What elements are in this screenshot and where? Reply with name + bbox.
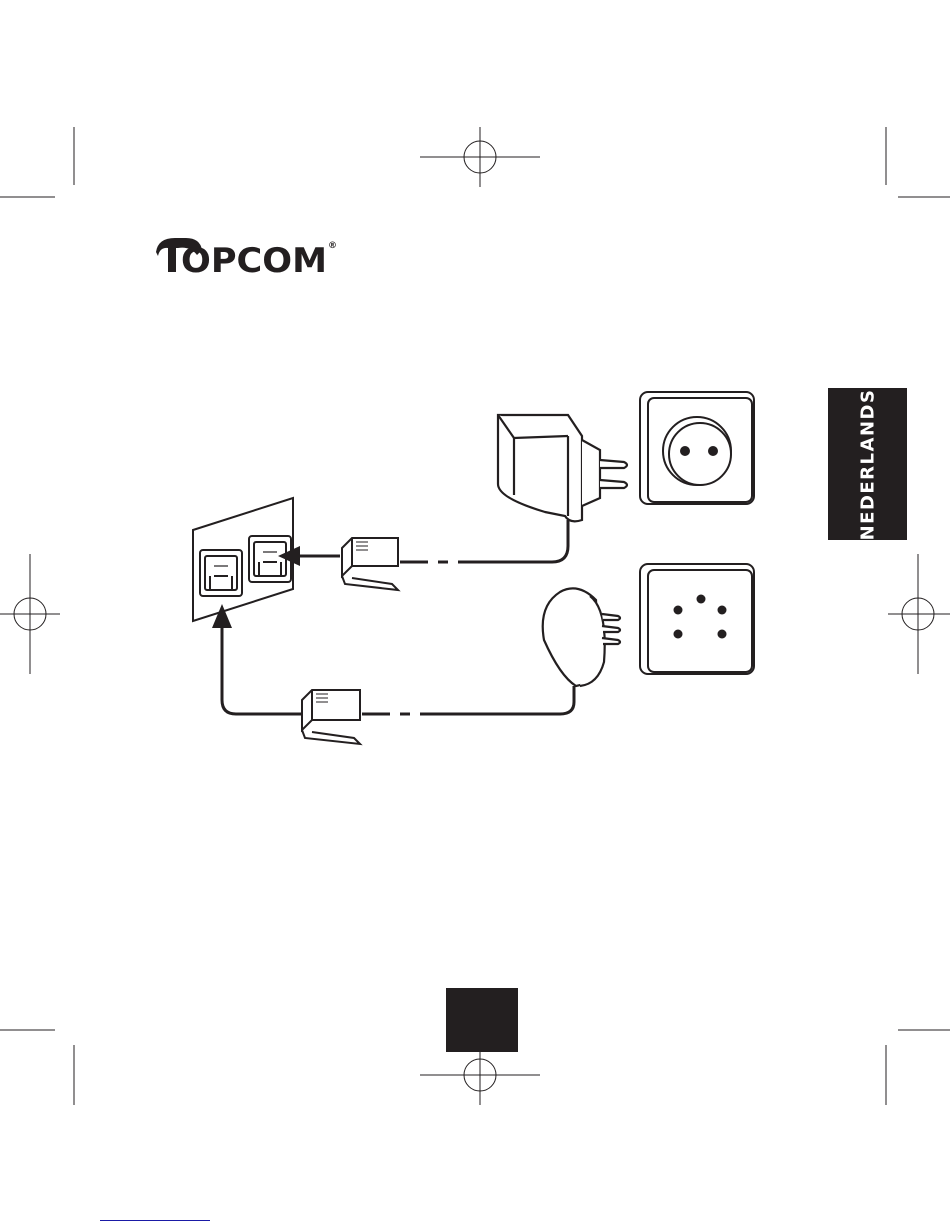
device-port-panel bbox=[193, 498, 293, 621]
language-tab: NEDERLANDS bbox=[828, 388, 907, 540]
language-tab-label: NEDERLANDS bbox=[857, 388, 878, 540]
lower-cable bbox=[362, 686, 574, 714]
telephone-wall-socket bbox=[640, 564, 754, 674]
power-outlet bbox=[640, 392, 754, 504]
telephone-plug bbox=[543, 588, 620, 686]
topcom-logo: OPCOM ® bbox=[156, 238, 337, 281]
bottom-underline bbox=[100, 1220, 210, 1221]
registered-mark: ® bbox=[328, 241, 337, 251]
crop-marks bbox=[0, 127, 950, 1105]
logo-wordmark: OPCOM bbox=[181, 241, 327, 281]
power-adapter bbox=[498, 415, 627, 521]
rj11-port-left bbox=[200, 550, 242, 596]
registration-mark-right bbox=[888, 554, 950, 674]
page-number-block bbox=[446, 988, 518, 1052]
lower-cable-to-device bbox=[212, 604, 302, 714]
registration-mark-left bbox=[0, 554, 60, 674]
upper-cable bbox=[400, 520, 568, 562]
lower-cable-plug bbox=[302, 690, 360, 744]
registration-mark-bottom bbox=[420, 1045, 540, 1105]
registration-mark-top bbox=[420, 127, 540, 187]
upper-cable-plug bbox=[342, 538, 398, 590]
